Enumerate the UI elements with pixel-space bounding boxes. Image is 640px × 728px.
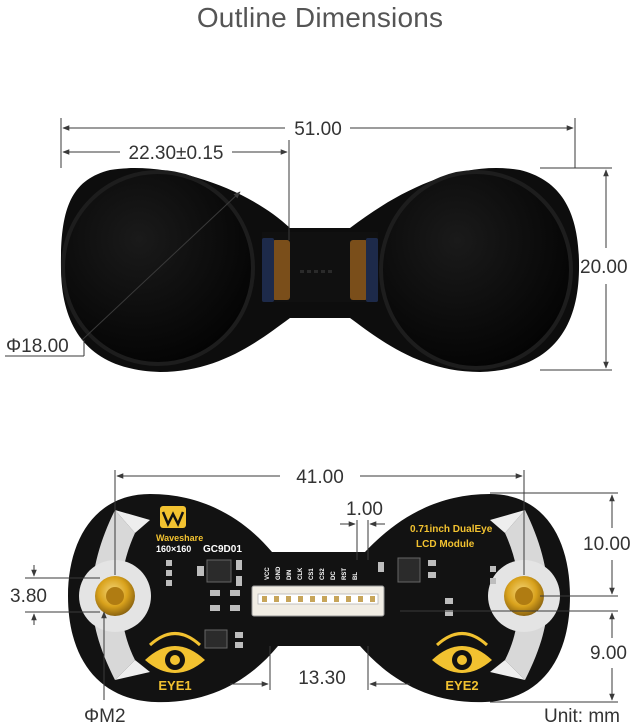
waveshare-logo: [160, 506, 186, 528]
dim-pitch: 1.00: [346, 499, 383, 520]
pin-label: CS1: [309, 568, 315, 580]
fpc-connector: [251, 585, 385, 617]
pin-label: DIN: [287, 570, 293, 580]
flex-left: [272, 240, 290, 300]
dim-connector-width: 13.30: [298, 668, 346, 689]
eye2-icon: [432, 632, 492, 673]
flex-left-blue: [262, 238, 274, 302]
brand-text: Waveshare: [156, 533, 203, 543]
dim-diameter: Φ18.00: [6, 336, 69, 357]
pin-label: DC: [331, 571, 337, 580]
product-line1: 0.71inch DualEye: [410, 524, 493, 535]
pin-label: CS2: [320, 568, 326, 580]
smd-components: [166, 557, 496, 649]
resolution-text: 160×160: [156, 544, 191, 554]
pin-labels: VCC GND DIN CLK CS1 CS2 DC RST BL: [265, 566, 359, 580]
right-screen: [379, 170, 573, 370]
pin-label: GND: [276, 566, 282, 580]
flex-right: [350, 240, 368, 300]
eye2-label: EYE2: [445, 678, 478, 693]
dim-screw: ΦM2: [84, 706, 126, 727]
dim-top-to-hole: 10.00: [583, 534, 631, 555]
dim-eye-width: 22.30±0.15: [129, 143, 224, 164]
pin-label: CLK: [298, 567, 304, 580]
left-screen: [61, 170, 255, 366]
dim-line-diameter: [81, 191, 241, 341]
flex-right-blue: [366, 238, 378, 302]
dim-hole-span: 41.00: [296, 467, 344, 488]
pin-label: VCC: [265, 567, 271, 580]
top-view: 51.00 22.30±0.15 20.00 Φ18.00: [5, 118, 628, 372]
diagram-title: Outline Dimensions: [196, 2, 444, 33]
unit-label: Unit: mm: [544, 706, 620, 727]
dim-hole-to-bottom: 9.00: [590, 643, 627, 664]
eye1-label: EYE1: [158, 678, 191, 693]
product-line2: LCD Module: [416, 539, 475, 550]
driver-text: GC9D01: [203, 544, 242, 555]
bottom-view: Waveshare 160×160 GC9D01 0.71inch DualEy…: [10, 467, 631, 727]
dim-overall-width: 51.00: [294, 119, 342, 140]
pin-label: RST: [342, 568, 348, 580]
eye1-icon: [145, 632, 205, 673]
vent-dots: [300, 270, 332, 273]
dim-height: 20.00: [580, 257, 628, 278]
dim-hole-offset: 3.80: [10, 586, 47, 607]
pin-label: BL: [353, 572, 359, 580]
